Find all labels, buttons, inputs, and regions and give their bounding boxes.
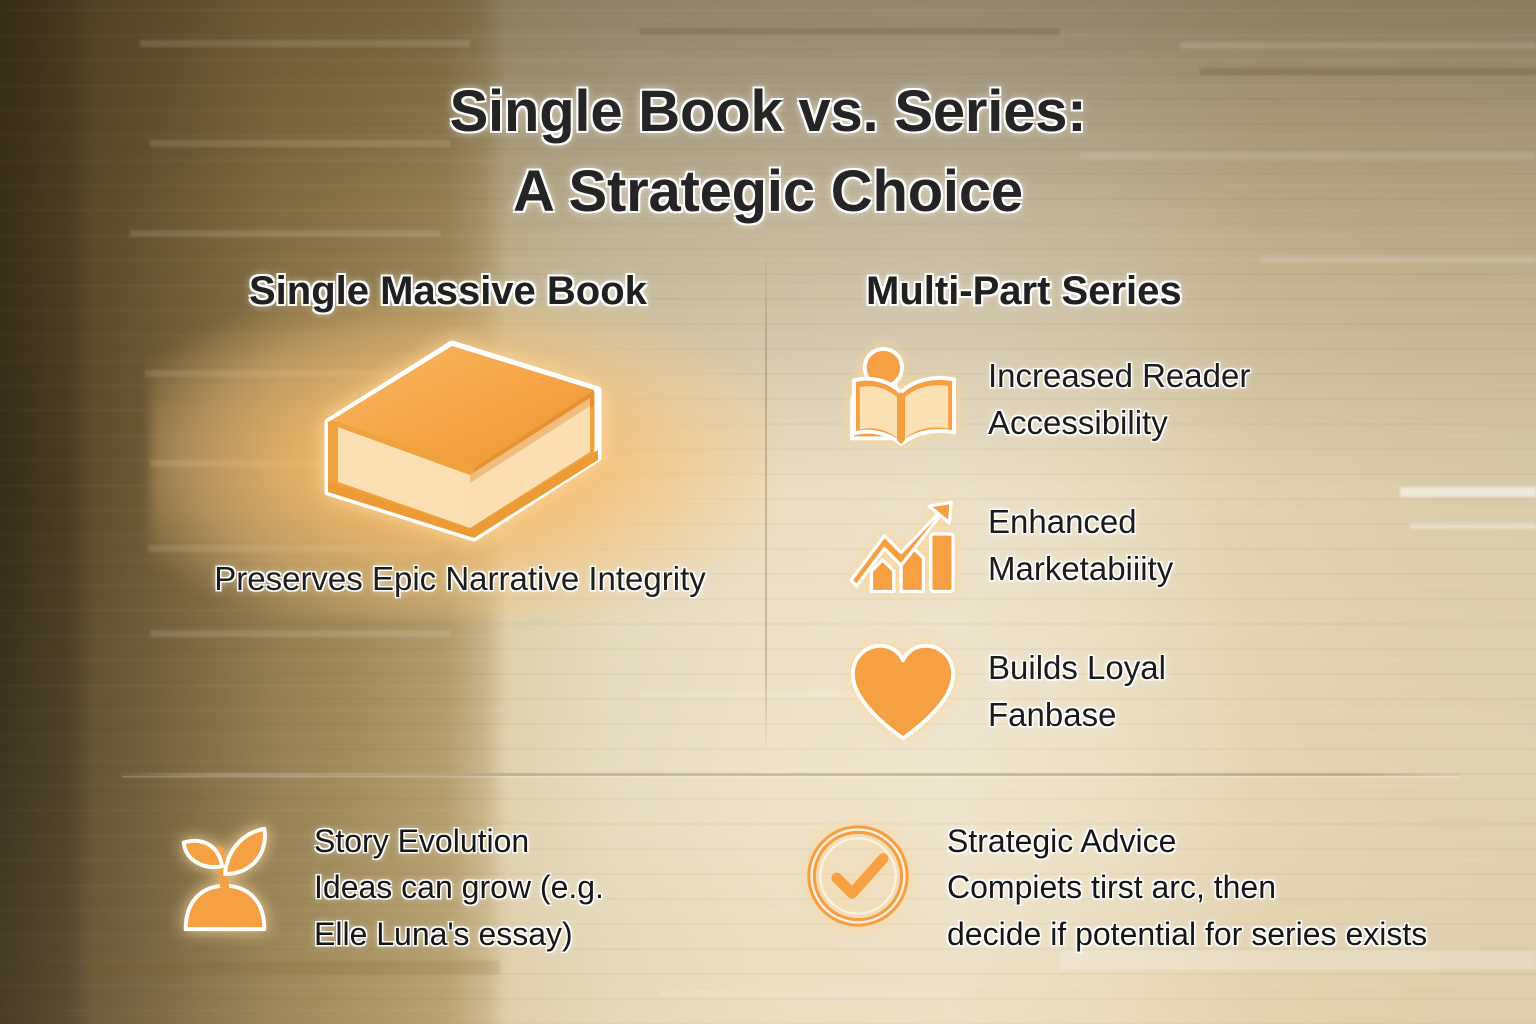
decorative-streak — [1080, 152, 1536, 159]
decorative-streak — [1260, 256, 1536, 263]
decorative-streak — [640, 28, 1060, 35]
benefit-line-2: Accessibility — [988, 404, 1168, 441]
note-heading: Strategic Advice — [947, 823, 1177, 859]
column-header-multi-part-series: Multi-Part Series — [866, 269, 1182, 313]
sprout-icon — [160, 812, 290, 940]
person-reading-book-icon — [840, 342, 966, 458]
note-line-1: Compiets tirst arc, then — [947, 869, 1276, 906]
benefit-line-1: Increased Reader — [988, 357, 1251, 395]
benefit-line-2: Fanbase — [988, 696, 1117, 733]
decorative-streak — [130, 230, 440, 237]
benefit-label: Enhanced Marketabiiity — [988, 499, 1173, 593]
note-story-evolution: Story Evolution Ideas can grow (e.g. Ell… — [160, 812, 604, 957]
heart-icon — [840, 634, 966, 750]
decorative-streak — [660, 990, 960, 997]
benefit-line-2: Marketabiiity — [988, 550, 1174, 587]
note-line-2: decide if potential for series exists — [947, 915, 1428, 952]
column-divider — [765, 255, 767, 747]
decorative-streak — [150, 630, 450, 637]
title-line-2: A Strategic Choice — [513, 159, 1023, 225]
decorative-streak — [1200, 68, 1536, 75]
benefit-item-enhanced-marketability: Enhanced Marketabiiity — [840, 486, 1480, 606]
decorative-streak — [90, 960, 500, 974]
note-strategic-advice: Strategic Advice Compiets tirst arc, the… — [793, 812, 1427, 957]
decorative-streak — [140, 40, 470, 47]
decorative-streak — [1060, 950, 1536, 970]
note-line-2: Elle Luna's essay) — [314, 915, 573, 952]
page-title: Single Book vs. Series: A Strategic Choi… — [0, 72, 1536, 232]
note-text: Strategic Advice Compiets tirst arc, the… — [947, 812, 1427, 957]
benefit-item-loyal-fanbase: Builds Loyal Fanbase — [840, 632, 1480, 752]
benefit-label: Increased Reader Accessibility — [988, 353, 1250, 447]
benefit-label: Builds Loyal Fanbase — [988, 645, 1166, 739]
benefits-list: Increased Reader Accessibility — [840, 340, 1480, 778]
check-circle-icon — [793, 812, 923, 940]
note-heading: Story Evolution — [314, 823, 530, 859]
decorative-streak — [640, 690, 940, 697]
column-header-single-book: Single Massive Book — [249, 269, 647, 313]
left-column-caption: Preserves Epic Narrative Integrity — [160, 556, 760, 603]
title-line-1: Single Book vs. Series: — [449, 79, 1087, 144]
section-divider — [122, 773, 1460, 776]
benefit-line-1: Builds Loyal — [988, 649, 1166, 687]
note-line-1: Ideas can grow (e.g. — [314, 869, 604, 906]
caption-line-2: Narrative Integrity — [445, 560, 706, 597]
decorative-streak — [1400, 487, 1536, 497]
decorative-streak — [1180, 42, 1536, 49]
benefit-item-reader-accessibility: Increased Reader Accessibility — [840, 340, 1480, 460]
caption-line-1: Preserves Epic — [214, 560, 437, 597]
decorative-streak — [1410, 523, 1536, 529]
thick-book-icon — [302, 332, 622, 564]
benefit-line-1: Enhanced — [988, 503, 1137, 541]
decorative-streak — [150, 140, 450, 147]
growth-chart-arrow-icon — [840, 488, 966, 604]
note-text: Story Evolution Ideas can grow (e.g. Ell… — [314, 812, 604, 957]
